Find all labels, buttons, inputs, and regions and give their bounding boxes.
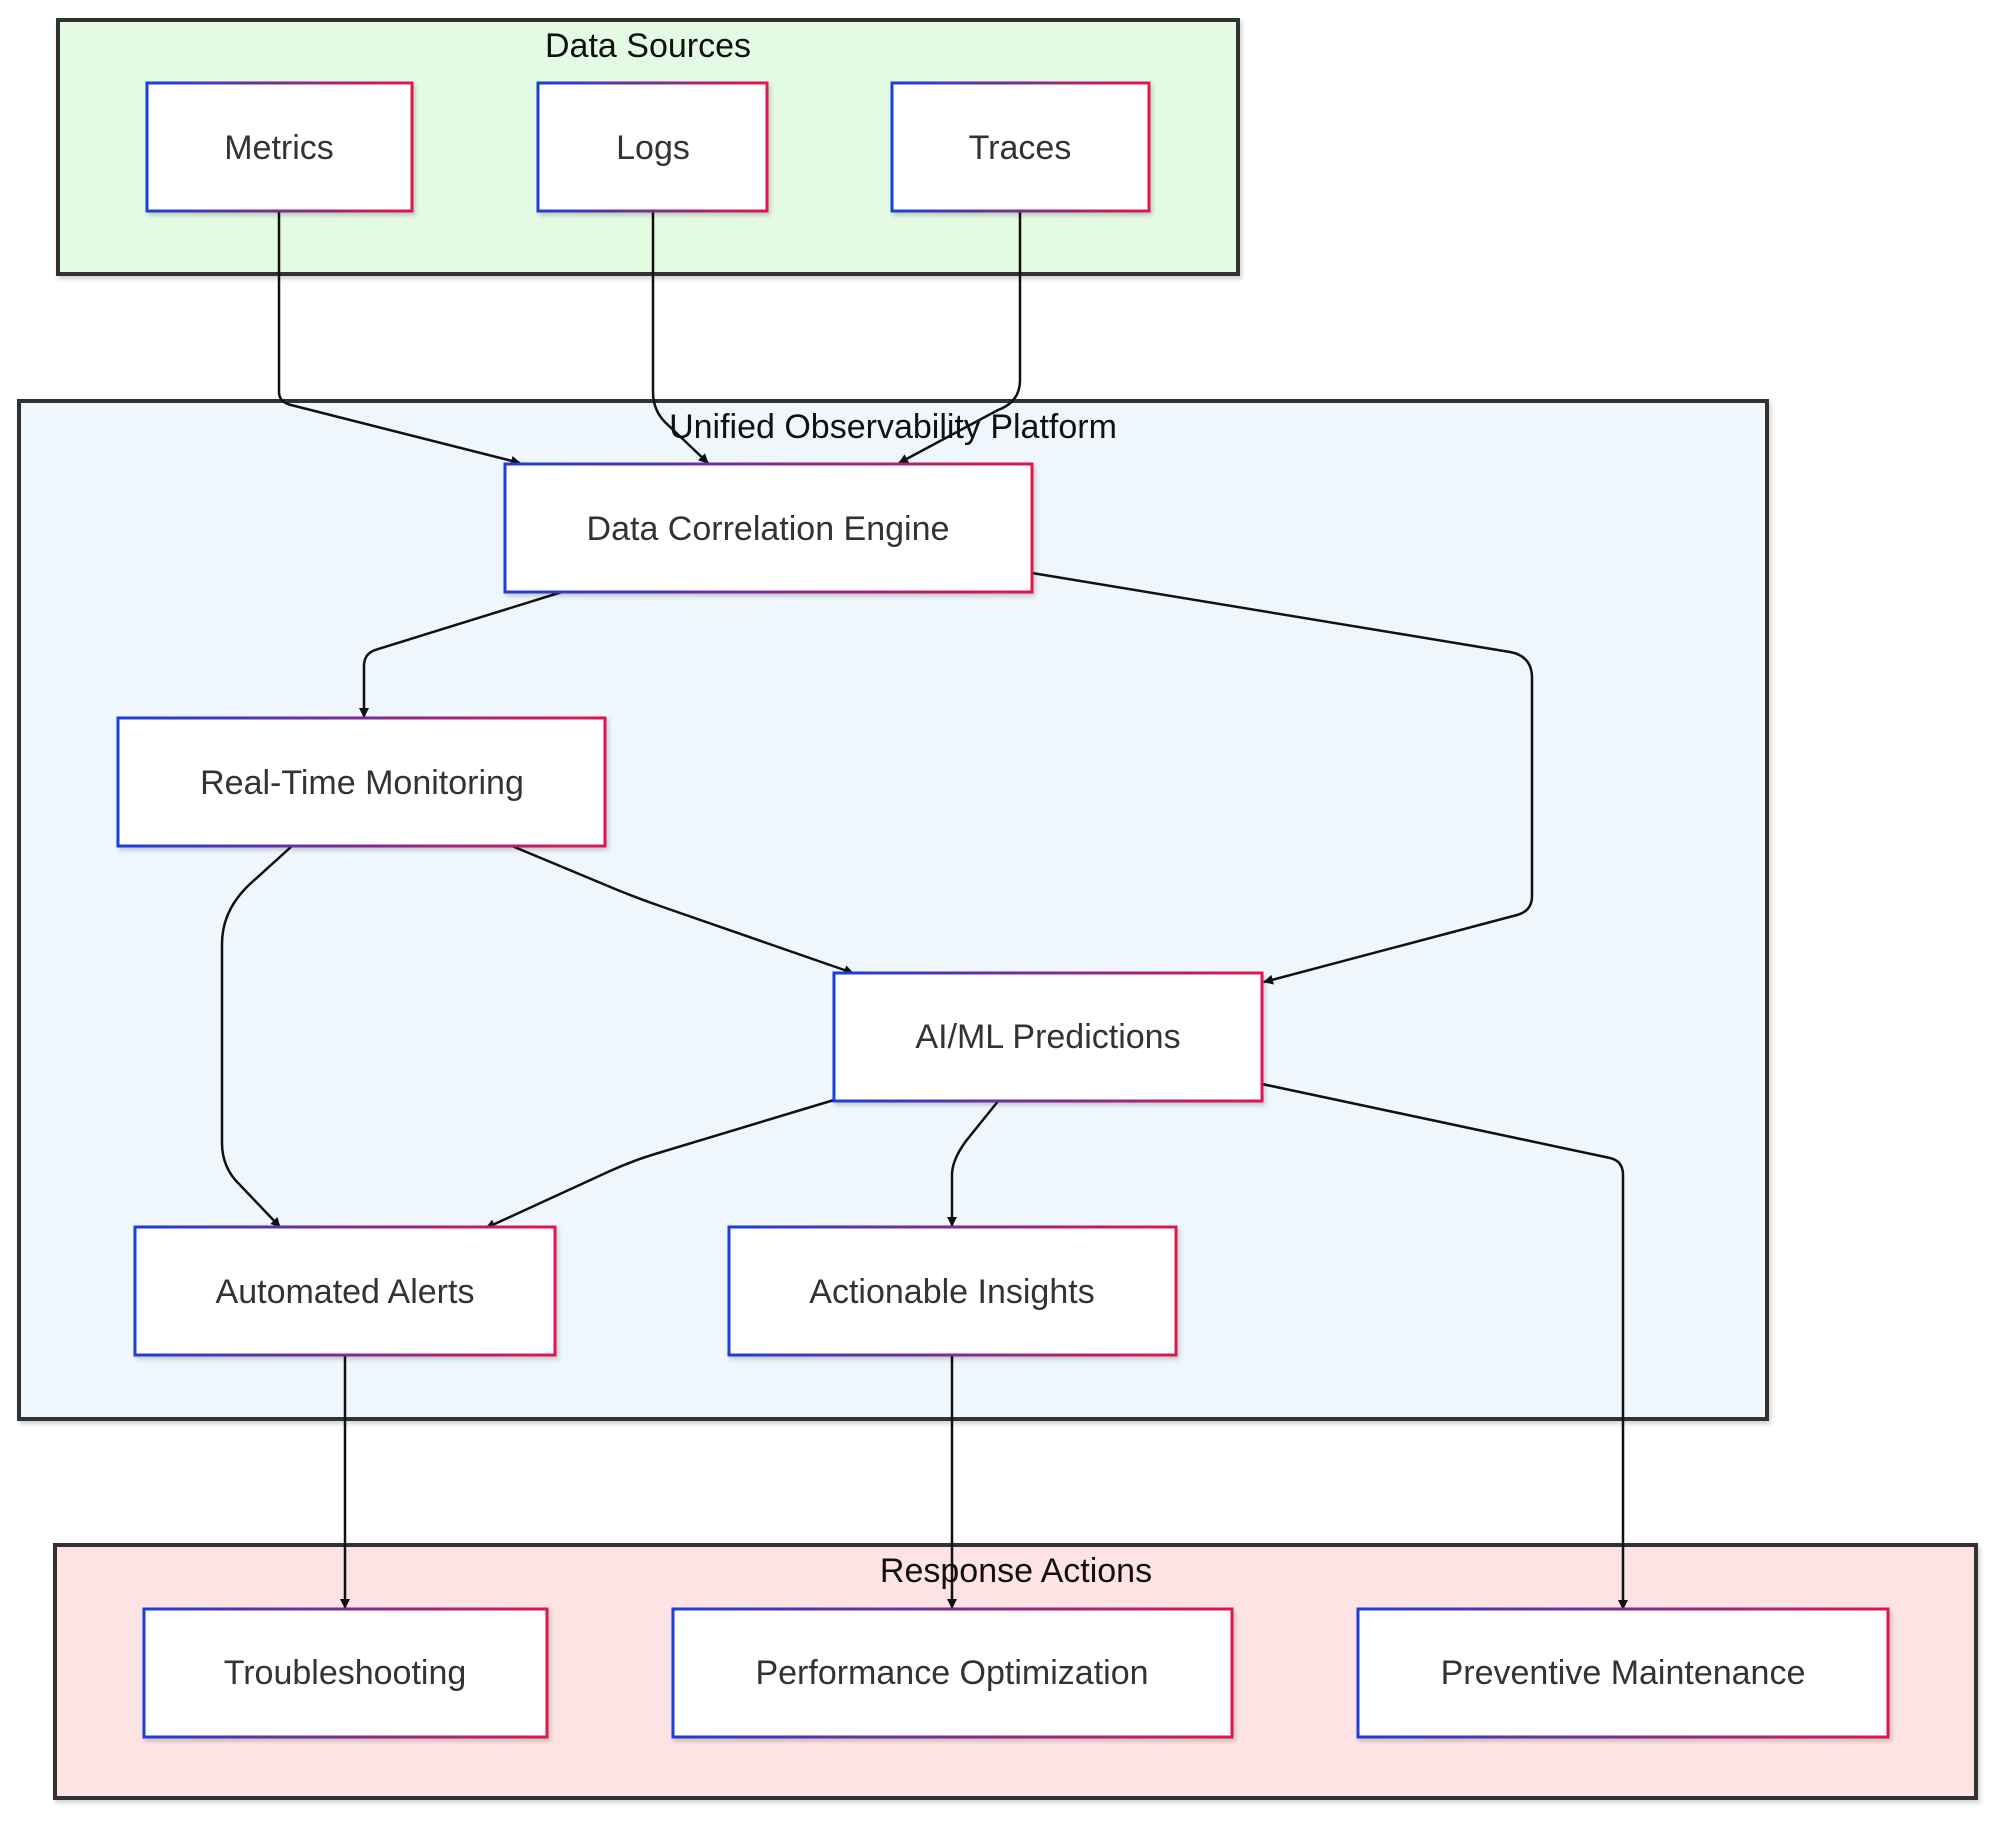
node-label-logs: Logs [616,129,690,167]
edge-monitoring-to-alerts [220,845,293,1228]
edge-traces-to-correlation [898,211,1022,465]
node-data-correlation-engine[interactable]: Data Correlation Engine [503,462,1034,594]
node-label-data-correlation-engine: Data Correlation Engine [587,510,950,548]
node-label-preventive-maintenance: Preventive Maintenance [1441,1654,1806,1692]
edge-logs-to-correlation [651,211,709,464]
edge-correlation-to-monitoring [359,590,563,718]
node-real-time-monitoring[interactable]: Real-Time Monitoring [116,716,607,848]
node-performance-optimization[interactable]: Performance Optimization [671,1607,1234,1739]
node-ai-ml-predictions[interactable]: AI/ML Predictions [832,971,1264,1103]
node-label-ai-ml-predictions: AI/ML Predictions [915,1018,1180,1056]
node-troubleshooting[interactable]: Troubleshooting [142,1607,549,1739]
node-label-performance-optimization: Performance Optimization [755,1654,1148,1692]
edge-correlation-to-predictions [1031,571,1534,985]
edge-predictions-to-maintenance [1261,1082,1628,1610]
node-metrics[interactable]: Metrics [145,81,414,213]
group-title-unified-observability-platform: Unified Observability Platform [669,408,1117,446]
edge-monitoring-to-predictions [511,844,854,975]
edge-predictions-to-alerts [485,1098,835,1230]
node-label-real-time-monitoring: Real-Time Monitoring [200,764,524,802]
node-actionable-insights[interactable]: Actionable Insights [727,1225,1178,1357]
node-traces[interactable]: Traces [890,81,1151,213]
node-label-automated-alerts: Automated Alerts [216,1273,475,1311]
group-title-response-actions: Response Actions [880,1552,1152,1590]
node-label-troubleshooting: Troubleshooting [224,1654,467,1692]
edges [220,211,1628,1610]
edge-predictions-to-insights [947,1099,1000,1227]
edge-metrics-to-correlation [277,211,521,466]
node-preventive-maintenance[interactable]: Preventive Maintenance [1356,1607,1890,1739]
node-label-traces: Traces [969,129,1072,167]
node-label-metrics: Metrics [224,129,334,167]
node-automated-alerts[interactable]: Automated Alerts [133,1225,557,1357]
node-logs[interactable]: Logs [536,81,769,213]
group-title-data-sources: Data Sources [545,27,751,65]
node-label-actionable-insights: Actionable Insights [809,1273,1094,1311]
